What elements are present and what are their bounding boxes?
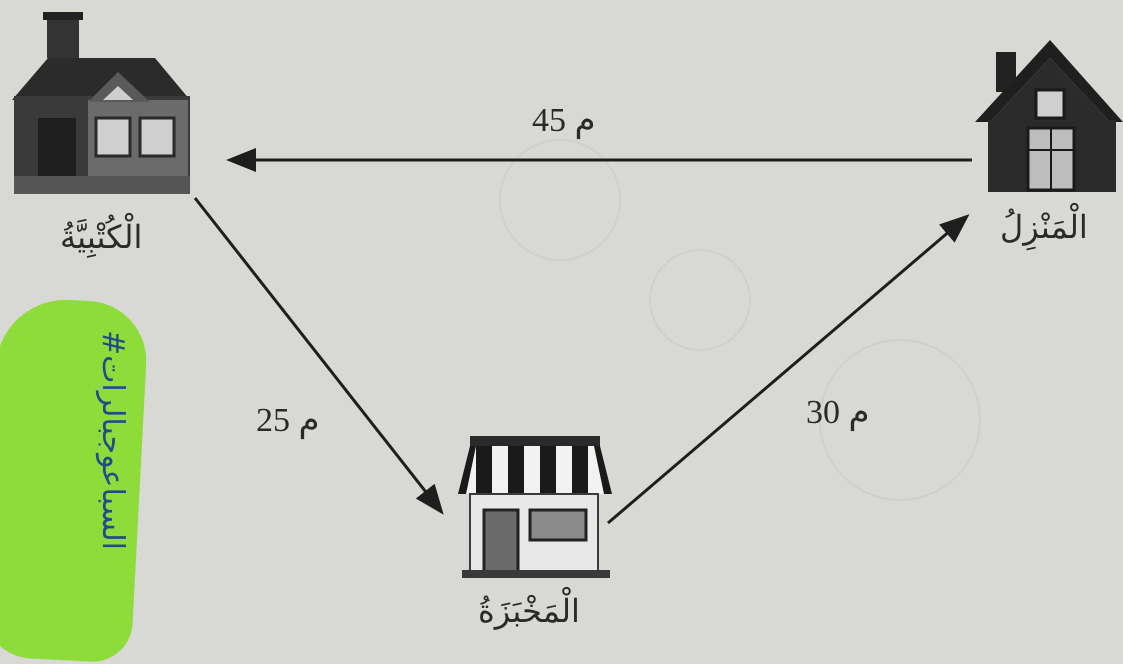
bakery-label: الْمَخْبَزَةُ [478, 592, 580, 630]
library-building-icon [12, 12, 190, 194]
diagram-canvas [12, 12, 1123, 578]
distance-bakery-home: 30 م [806, 394, 870, 431]
handwritten-hashtag: #السباعوجبالرات [95, 330, 130, 550]
bakery-shop-icon [458, 436, 612, 578]
distance-home-library: 45 م [532, 102, 596, 139]
home-label: الْمَنْزِلُ [1000, 208, 1088, 246]
home-building-icon [975, 40, 1123, 192]
library-label: الْكُتْبِيَّةُ [60, 218, 143, 256]
arrow-library-to-bakery [193, 197, 444, 515]
distance-library-bakery: 25 م [256, 402, 320, 439]
arrow-bakery-to-home [607, 214, 970, 525]
